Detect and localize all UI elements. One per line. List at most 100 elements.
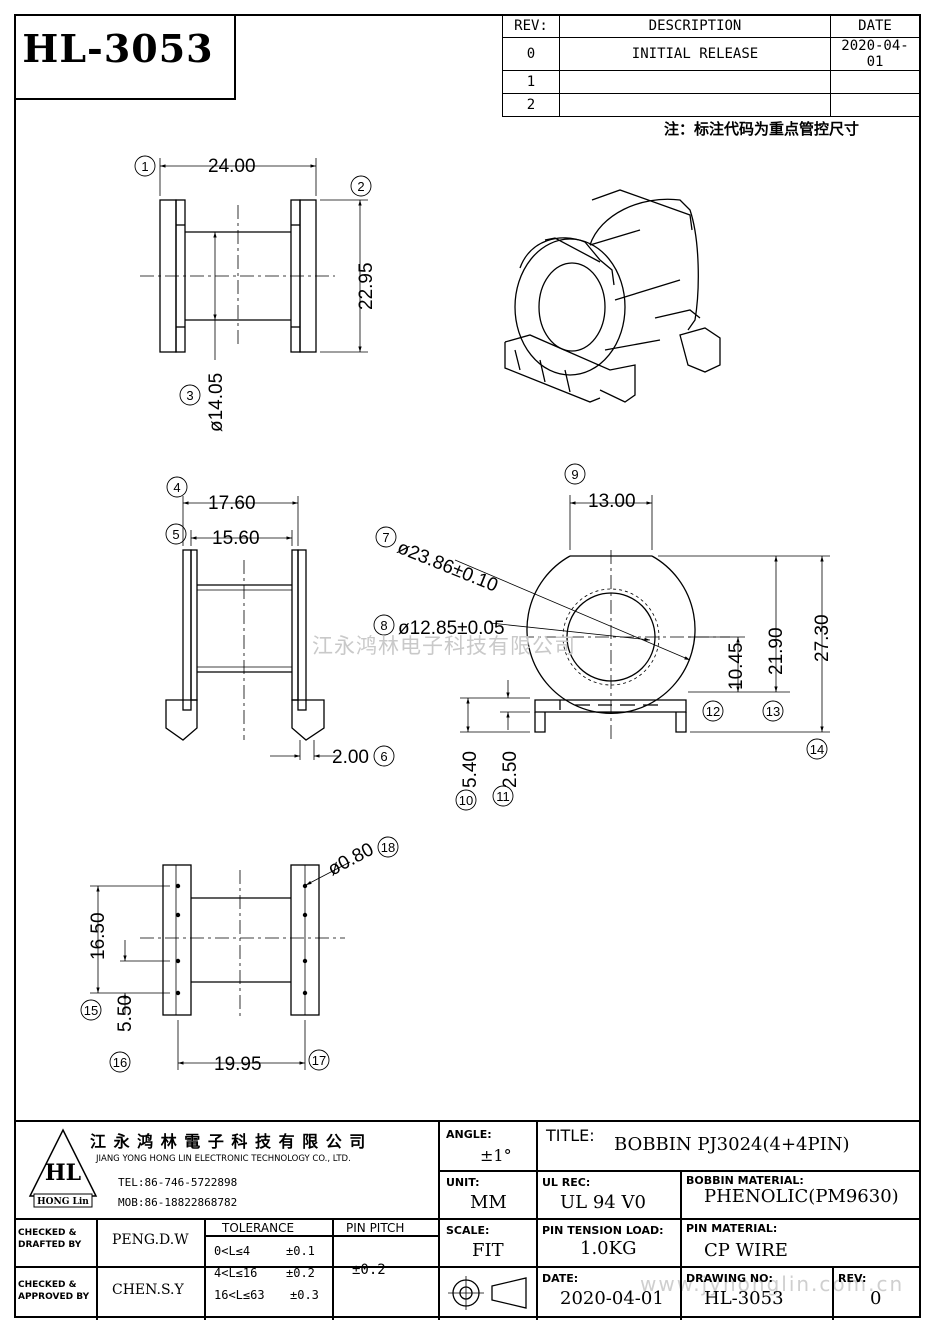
tolerance-value: ±0.3: [290, 1288, 319, 1302]
callout-18: 18: [381, 840, 395, 855]
angle-value: ±1°: [480, 1146, 512, 1165]
drawing-sheet: [14, 14, 921, 1318]
pin-tension-label: PIN TENSION LOAD:: [542, 1224, 664, 1237]
tolerance-value: ±0.1: [286, 1244, 315, 1258]
angle-label: ANGLE:: [446, 1128, 492, 1141]
scale-label: SCALE:: [446, 1224, 490, 1237]
dim-10-45: 10.45: [726, 642, 747, 690]
date-label: DATE:: [542, 1272, 579, 1285]
dimension-labels: 24.00 22.95 ø14.05 17.60 15.60 2.00 ø23.…: [88, 156, 833, 1075]
pin-pitch-value: ±0.2: [352, 1262, 386, 1278]
callout-2: 2: [357, 179, 364, 194]
callout-6: 6: [380, 749, 387, 764]
description-cell: [559, 93, 831, 117]
description-cell: INITIAL RELEASE: [559, 37, 831, 71]
pin-material-label: PIN MATERIAL:: [686, 1222, 778, 1235]
tolerance-range: 4<L≤16: [214, 1266, 258, 1280]
callout-15: 15: [84, 1003, 98, 1018]
dim-2-00: 2.00: [332, 747, 369, 768]
callout-9: 9: [571, 467, 578, 482]
title-block: HL HONG Lin 江 永 鸿 林 電 子 科 技 有 限 公 司 JIAN…: [14, 1120, 921, 1320]
callout-11: 11: [496, 789, 510, 804]
date-header: DATE: [830, 14, 920, 38]
callout-8: 8: [380, 618, 387, 633]
ul-rec-value: UL 94 V0: [560, 1192, 646, 1213]
dim-17-60: 17.60: [208, 493, 256, 514]
top-view: [140, 158, 368, 360]
dim-15-60: 15.60: [212, 528, 260, 549]
checked-approved-label: CHECKED &: [18, 1280, 77, 1290]
control-note: 注：标注代码为重点管控尺寸: [664, 120, 860, 138]
projection-symbol-icon: [448, 1276, 527, 1310]
unit-value: MM: [470, 1192, 507, 1213]
part-number-box: [14, 14, 236, 100]
description-header: DESCRIPTION: [559, 14, 831, 38]
bottom-view: [90, 861, 351, 1070]
rev-cell: 2: [502, 93, 560, 117]
part-number: HL-3053: [22, 26, 214, 71]
tolerance-label: TOLERANCE: [222, 1221, 295, 1235]
revision-table: REV: DESCRIPTION DATE 0 INITIAL RELEASE …: [502, 14, 920, 117]
dim-23-86: ø23.86±0.10: [394, 537, 501, 596]
callout-13: 13: [766, 704, 780, 719]
callout-7: 7: [382, 530, 389, 545]
side-view: [454, 495, 830, 740]
dim-22-95: 22.95: [356, 262, 377, 310]
ul-rec-label: UL REC:: [542, 1176, 591, 1189]
callout-3: 3: [186, 388, 193, 403]
company-tel: TEL:86-746-5722898: [118, 1176, 238, 1189]
approved-by-label: APPROVED BY: [18, 1292, 90, 1302]
approved-by-value: CHEN.S.Y: [112, 1282, 184, 1298]
callout-17: 17: [312, 1053, 326, 1068]
bobbin-material-label: BOBBIN MATERIAL:: [686, 1174, 804, 1187]
dim-24: 24.00: [208, 156, 256, 177]
date-cell: 2020-04-01: [830, 37, 920, 71]
dim-13-00: 13.00: [588, 491, 636, 512]
dim-2-50: 2.50: [500, 751, 521, 788]
callout-numbers: 1 2 3 4 5 6 7 8 9 10 11 12 13 14 15 16 1…: [84, 159, 824, 1070]
scale-value: FIT: [472, 1240, 504, 1261]
dim-27-30: 27.30: [812, 614, 833, 662]
date-cell: [830, 70, 920, 94]
company-logo: HL HONG Lin: [28, 1128, 98, 1208]
title-value: BOBBIN PJ3024(4+4PIN): [614, 1134, 850, 1155]
callout-5: 5: [172, 527, 179, 542]
dim-5-50: 5.50: [115, 995, 136, 1032]
callout-14: 14: [810, 742, 824, 757]
logo-mark: HL: [45, 1160, 81, 1186]
rev-cell: 0: [502, 37, 560, 71]
watermark: 江永鸿林电子科技有限公司: [312, 634, 576, 658]
watermark-url: www.jyhonglin.com.cn: [640, 1272, 905, 1296]
callout-4: 4: [173, 480, 180, 495]
drawing-no-value: HL-3053: [704, 1288, 784, 1309]
callout-circles: [80, 155, 828, 1073]
tolerance-value: ±0.2: [286, 1266, 315, 1280]
callout-16: 16: [113, 1055, 127, 1070]
drawing-no-label: DRAWING NO:: [686, 1272, 773, 1285]
rev-label: REV:: [838, 1272, 867, 1285]
dim-19-95: 19.95: [214, 1054, 262, 1075]
dim-12-85: ø12.85±0.05: [398, 618, 505, 639]
pin-tension-value: 1.0KG: [580, 1238, 637, 1259]
company-mob: MOB:86-18822868782: [118, 1196, 238, 1209]
front-view: [165, 496, 340, 760]
callout-1: 1: [141, 159, 148, 174]
pin-material-value: CP WIRE: [704, 1240, 788, 1261]
dim-21-90: 21.90: [766, 627, 787, 675]
unit-label: UNIT:: [446, 1176, 480, 1189]
isometric-view: [504, 189, 721, 403]
dim-5-40: 5.40: [460, 751, 481, 788]
checked-drafted-label: CHECKED &: [18, 1228, 77, 1238]
title-label: TITLE:: [546, 1126, 595, 1145]
dim-16-50: 16.50: [88, 912, 109, 960]
drafted-by-value: PENG.D.W: [112, 1232, 189, 1248]
tolerance-range: 16<L≤63: [214, 1288, 265, 1302]
bobbin-material-value: PHENOLIC(PM9630): [704, 1186, 899, 1207]
tolerance-range: 0<L≤4: [214, 1244, 251, 1258]
callout-10: 10: [459, 793, 473, 808]
company-name-cn: 江 永 鸿 林 電 子 科 技 有 限 公 司: [90, 1132, 367, 1151]
rev-cell: 1: [502, 70, 560, 94]
logo-sub: HONG Lin: [37, 1197, 89, 1207]
pin-pitch-label: PIN PITCH: [346, 1221, 405, 1235]
